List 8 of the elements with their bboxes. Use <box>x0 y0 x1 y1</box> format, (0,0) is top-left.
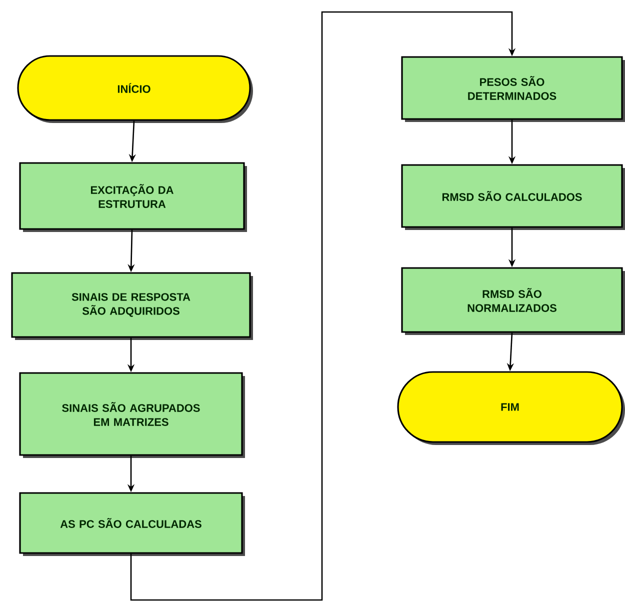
process-box: EXCITAÇÃO DA ESTRUTURA <box>19 162 247 232</box>
arrow <box>130 11 516 601</box>
process-box: AS PC SÃO CALCULADAS <box>19 492 245 556</box>
process-box: SINAIS SÃO AGRUPADOS EM MATRIZES <box>19 372 245 458</box>
process-box: RMSD SÃO NORMALIZADOS <box>401 267 625 335</box>
process-box: RMSD SÃO CALCULADOS <box>401 164 625 230</box>
process-box: PESOS SÃO DETERMINADOS <box>401 56 625 122</box>
process-box: SINAIS DE RESPOSTA SÃO ADQUIRIDOS <box>11 272 253 340</box>
